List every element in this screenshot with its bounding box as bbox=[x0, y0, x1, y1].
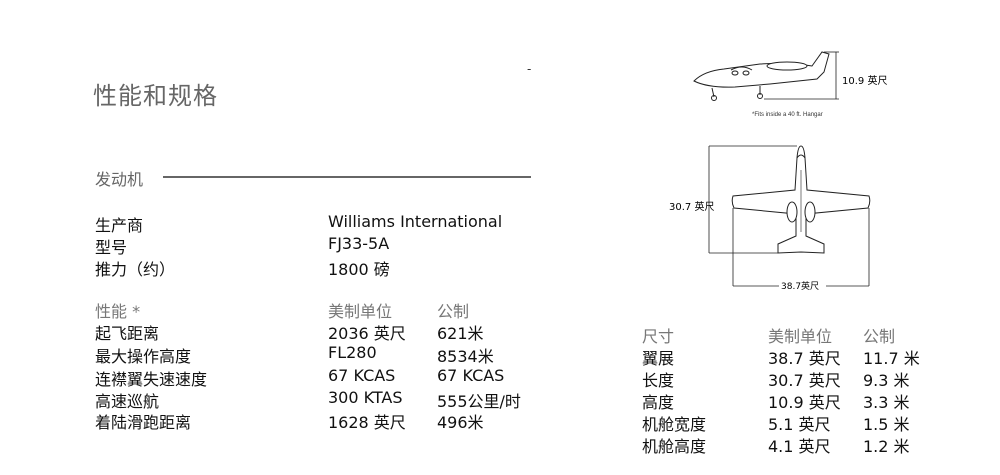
performance-row-us: 1628 英尺 bbox=[328, 413, 406, 432]
dimensions-row-metric: 9.3 米 bbox=[863, 371, 910, 390]
span-dimension-label: 38.7英尺 bbox=[781, 280, 819, 292]
aircraft-side-view-icon bbox=[693, 51, 830, 101]
performance-row-us: 300 KTAS bbox=[328, 388, 403, 407]
engine-model-value: FJ33-5A bbox=[328, 234, 390, 253]
engine-thrust-label: 推力（约） bbox=[95, 260, 176, 279]
dimensions-row-us: 30.7 英尺 bbox=[768, 371, 841, 390]
dimensions-row-metric: 11.7 米 bbox=[863, 349, 920, 368]
height-dimension-line bbox=[764, 51, 839, 100]
performance-row-metric: 621米 bbox=[437, 324, 484, 343]
dimensions-row-metric: 1.5 米 bbox=[863, 415, 910, 434]
performance-row-label: 高速巡航 bbox=[95, 392, 160, 411]
performance-row-label: 着陆滑跑距离 bbox=[95, 413, 192, 432]
span-dimension-line bbox=[732, 208, 870, 287]
performance-row-label: 连襟翼失速速度 bbox=[95, 370, 208, 389]
performance-header-label: 性能 * bbox=[95, 302, 141, 321]
performance-row-metric: 496米 bbox=[437, 413, 484, 432]
length-dimension-label: 30.7 英尺 bbox=[669, 200, 714, 213]
dimensions-row-label: 翼展 bbox=[642, 349, 675, 368]
performance-header-us: 美制单位 bbox=[328, 302, 393, 321]
dimensions-row-metric: 1.2 米 bbox=[863, 437, 910, 456]
performance-row-metric: 67 KCAS bbox=[437, 366, 505, 385]
aircraft-diagram: 10.9 英尺 *Fits inside a 40 ft. Hangar 30.… bbox=[669, 51, 887, 292]
dimensions-row-label: 长度 bbox=[642, 371, 675, 390]
hangar-note: *Fits inside a 40 ft. Hangar bbox=[752, 112, 823, 118]
performance-row-metric: 555公里/时 bbox=[437, 392, 521, 411]
performance-row-us: 67 KCAS bbox=[328, 366, 396, 385]
engine-manufacturer-value: Williams International bbox=[328, 212, 503, 231]
aircraft-top-view-icon bbox=[731, 145, 871, 254]
dimensions-row-us: 38.7 英尺 bbox=[768, 349, 841, 368]
length-dimension-line bbox=[708, 145, 797, 254]
engine-section-label: 发动机 bbox=[95, 170, 144, 189]
dimensions-row-label: 高度 bbox=[642, 393, 675, 412]
dimensions-row-us: 4.1 英尺 bbox=[768, 437, 831, 456]
performance-row-metric: 8534米 bbox=[437, 347, 494, 366]
dimensions-row-us: 5.1 英尺 bbox=[768, 415, 831, 434]
dimensions-header-label: 尺寸 bbox=[642, 327, 675, 346]
dimensions-row-metric: 3.3 米 bbox=[863, 393, 910, 412]
stray-mark: - bbox=[527, 62, 532, 76]
engine-thrust-value: 1800 磅 bbox=[328, 260, 390, 279]
dimensions-row-us: 10.9 英尺 bbox=[768, 393, 841, 412]
page-title: 性能和规格 bbox=[93, 82, 218, 110]
performance-row-label: 最大操作高度 bbox=[95, 347, 192, 366]
performance-header-metric: 公制 bbox=[437, 302, 470, 321]
engine-model-label: 型号 bbox=[95, 238, 128, 257]
performance-row-us: FL280 bbox=[328, 343, 377, 362]
section-divider bbox=[163, 176, 531, 178]
performance-row-label: 起飞距离 bbox=[95, 324, 160, 343]
dimensions-header-us: 美制单位 bbox=[768, 327, 833, 346]
performance-row-us: 2036 英尺 bbox=[328, 324, 406, 343]
dimensions-row-label: 机舱高度 bbox=[642, 437, 707, 456]
engine-manufacturer-label: 生产商 bbox=[95, 216, 144, 235]
height-dimension-label: 10.9 英尺 bbox=[842, 74, 887, 87]
dimensions-header-metric: 公制 bbox=[863, 327, 896, 346]
dimensions-row-label: 机舱宽度 bbox=[642, 415, 707, 434]
